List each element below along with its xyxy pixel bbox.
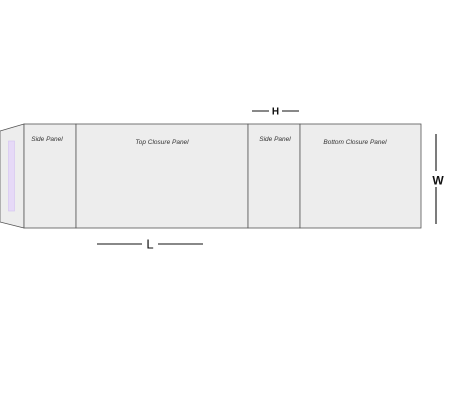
side-panel-right — [247, 123, 301, 229]
side-panel-left — [23, 123, 77, 229]
bottom-closure-panel — [299, 123, 422, 229]
height-dimension-label: H — [272, 107, 279, 118]
length-dimension-label: L — [146, 237, 153, 252]
glue-strip — [8, 140, 15, 212]
side-panel-right-label: Side Panel — [259, 136, 291, 143]
top-closure-panel-label: Top Closure Panel — [135, 139, 189, 146]
bottom-closure-panel-label: Bottom Closure Panel — [323, 139, 387, 146]
width-dimension-label: W — [432, 174, 444, 188]
side-panel-left-label: Side Panel — [31, 136, 63, 143]
